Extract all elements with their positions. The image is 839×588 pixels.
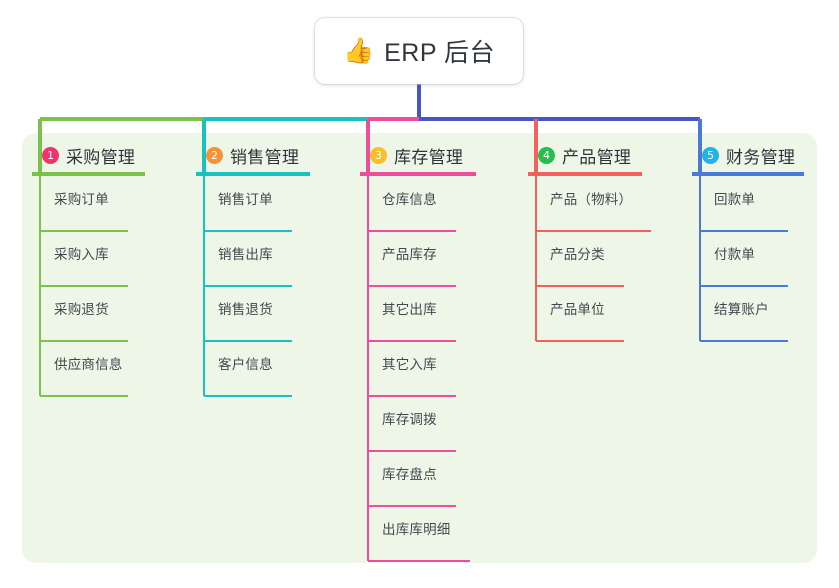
- leaf-item[interactable]: 采购退货: [32, 269, 145, 324]
- column-3: 3 库存管理仓库信息产品库存其它出库其它入库库存调拨库存盘点出库库明细: [360, 142, 476, 544]
- leaf-item-label: 其它出库: [382, 302, 437, 317]
- leaf-item-label: 其它入库: [382, 357, 437, 372]
- leaf-item-label: 回款单: [714, 192, 756, 207]
- leaf-item[interactable]: 付款单: [692, 214, 804, 269]
- column-4: 4 产品管理产品（物料） 产品分类产品单位: [528, 142, 642, 324]
- leaf-item[interactable]: 产品单位: [528, 269, 642, 324]
- leaf-item-label: 供应商信息: [54, 357, 123, 372]
- leaf-item[interactable]: 其它出库: [360, 269, 476, 324]
- number-badge-icon: 5: [702, 146, 719, 164]
- column-1: 1 采购管理采购订单采购入库采购退货供应商信息: [32, 142, 145, 379]
- leaf-item[interactable]: 供应商信息: [32, 324, 145, 379]
- leaf-item[interactable]: 产品（物料）: [528, 159, 642, 214]
- leaf-item-label: 产品分类: [550, 247, 605, 262]
- leaf-item-label: 产品单位: [550, 302, 605, 317]
- leaf-item[interactable]: 回款单: [692, 159, 804, 214]
- leaf-item-label: 付款单: [714, 247, 756, 262]
- leaf-item[interactable]: 其它入库: [360, 324, 476, 379]
- column-items: 回款单付款单结算账户: [692, 159, 804, 324]
- leaf-item[interactable]: 销售出库: [196, 214, 310, 269]
- leaf-item-label: 产品库存: [382, 247, 437, 262]
- column-5: 5 财务管理回款单付款单结算账户: [692, 142, 804, 324]
- leaf-item-label: 产品（物料）: [550, 192, 633, 207]
- number-badge-icon: 4: [538, 146, 555, 164]
- column-header-3[interactable]: 3 库存管理: [360, 142, 476, 168]
- leaf-item-label: 采购退货: [54, 302, 109, 317]
- column-items: 销售订单销售出库销售退货客户信息: [196, 159, 310, 379]
- leaf-item-label: 采购订单: [54, 192, 109, 207]
- number-badge-icon: 3: [370, 146, 387, 164]
- leaf-item[interactable]: 库存调拨: [360, 379, 476, 434]
- root-title: ERP 后台: [384, 39, 496, 67]
- leaf-item[interactable]: 产品库存: [360, 214, 476, 269]
- leaf-item[interactable]: 采购订单: [32, 159, 145, 214]
- column-title: 销售管理: [230, 147, 300, 167]
- column-items: 仓库信息产品库存其它出库其它入库库存调拨库存盘点出库库明细: [360, 159, 476, 544]
- column-header-4[interactable]: 4 产品管理: [528, 142, 642, 168]
- column-items: 产品（物料） 产品分类产品单位: [528, 159, 642, 324]
- column-2: 2 销售管理销售订单销售出库销售退货客户信息: [196, 142, 310, 379]
- leaf-item-label: 采购入库: [54, 247, 109, 262]
- leaf-item[interactable]: 结算账户: [692, 269, 804, 324]
- leaf-item-label: 销售订单: [218, 192, 273, 207]
- column-header-2[interactable]: 2 销售管理: [196, 142, 310, 168]
- column-title: 采购管理: [66, 147, 136, 167]
- leaf-item[interactable]: 客户信息: [196, 324, 310, 379]
- leaf-item-label: 出库库明细: [382, 522, 451, 537]
- leaf-item[interactable]: 库存盘点: [360, 434, 476, 489]
- leaf-item-label: 库存盘点: [382, 467, 437, 482]
- number-badge-icon: 2: [206, 146, 223, 164]
- leaf-item[interactable]: 采购入库: [32, 214, 145, 269]
- diagram-panel: [22, 133, 817, 563]
- number-badge-icon: 1: [42, 146, 59, 164]
- leaf-item[interactable]: 仓库信息: [360, 159, 476, 214]
- leaf-item[interactable]: 产品分类: [528, 214, 642, 269]
- root-node[interactable]: 👍 ERP 后台: [315, 18, 523, 84]
- leaf-item-label: 仓库信息: [382, 192, 437, 207]
- column-items: 采购订单采购入库采购退货供应商信息: [32, 159, 145, 379]
- leaf-item-label: 客户信息: [218, 357, 273, 372]
- column-header-5[interactable]: 5 财务管理: [692, 142, 804, 168]
- leaf-item[interactable]: 销售退货: [196, 269, 310, 324]
- column-header-1[interactable]: 1 采购管理: [32, 142, 145, 168]
- leaf-item[interactable]: 销售订单: [196, 159, 310, 214]
- thumbs-up-icon: 👍: [342, 36, 375, 65]
- leaf-item[interactable]: 出库库明细: [360, 489, 476, 544]
- column-title: 产品管理: [562, 147, 632, 167]
- column-title: 库存管理: [394, 147, 464, 167]
- leaf-item-label: 库存调拨: [382, 412, 437, 427]
- leaf-item-label: 销售退货: [218, 302, 273, 317]
- column-title: 财务管理: [726, 147, 796, 167]
- leaf-item-label: 销售出库: [218, 247, 273, 262]
- leaf-item-label: 结算账户: [714, 302, 769, 317]
